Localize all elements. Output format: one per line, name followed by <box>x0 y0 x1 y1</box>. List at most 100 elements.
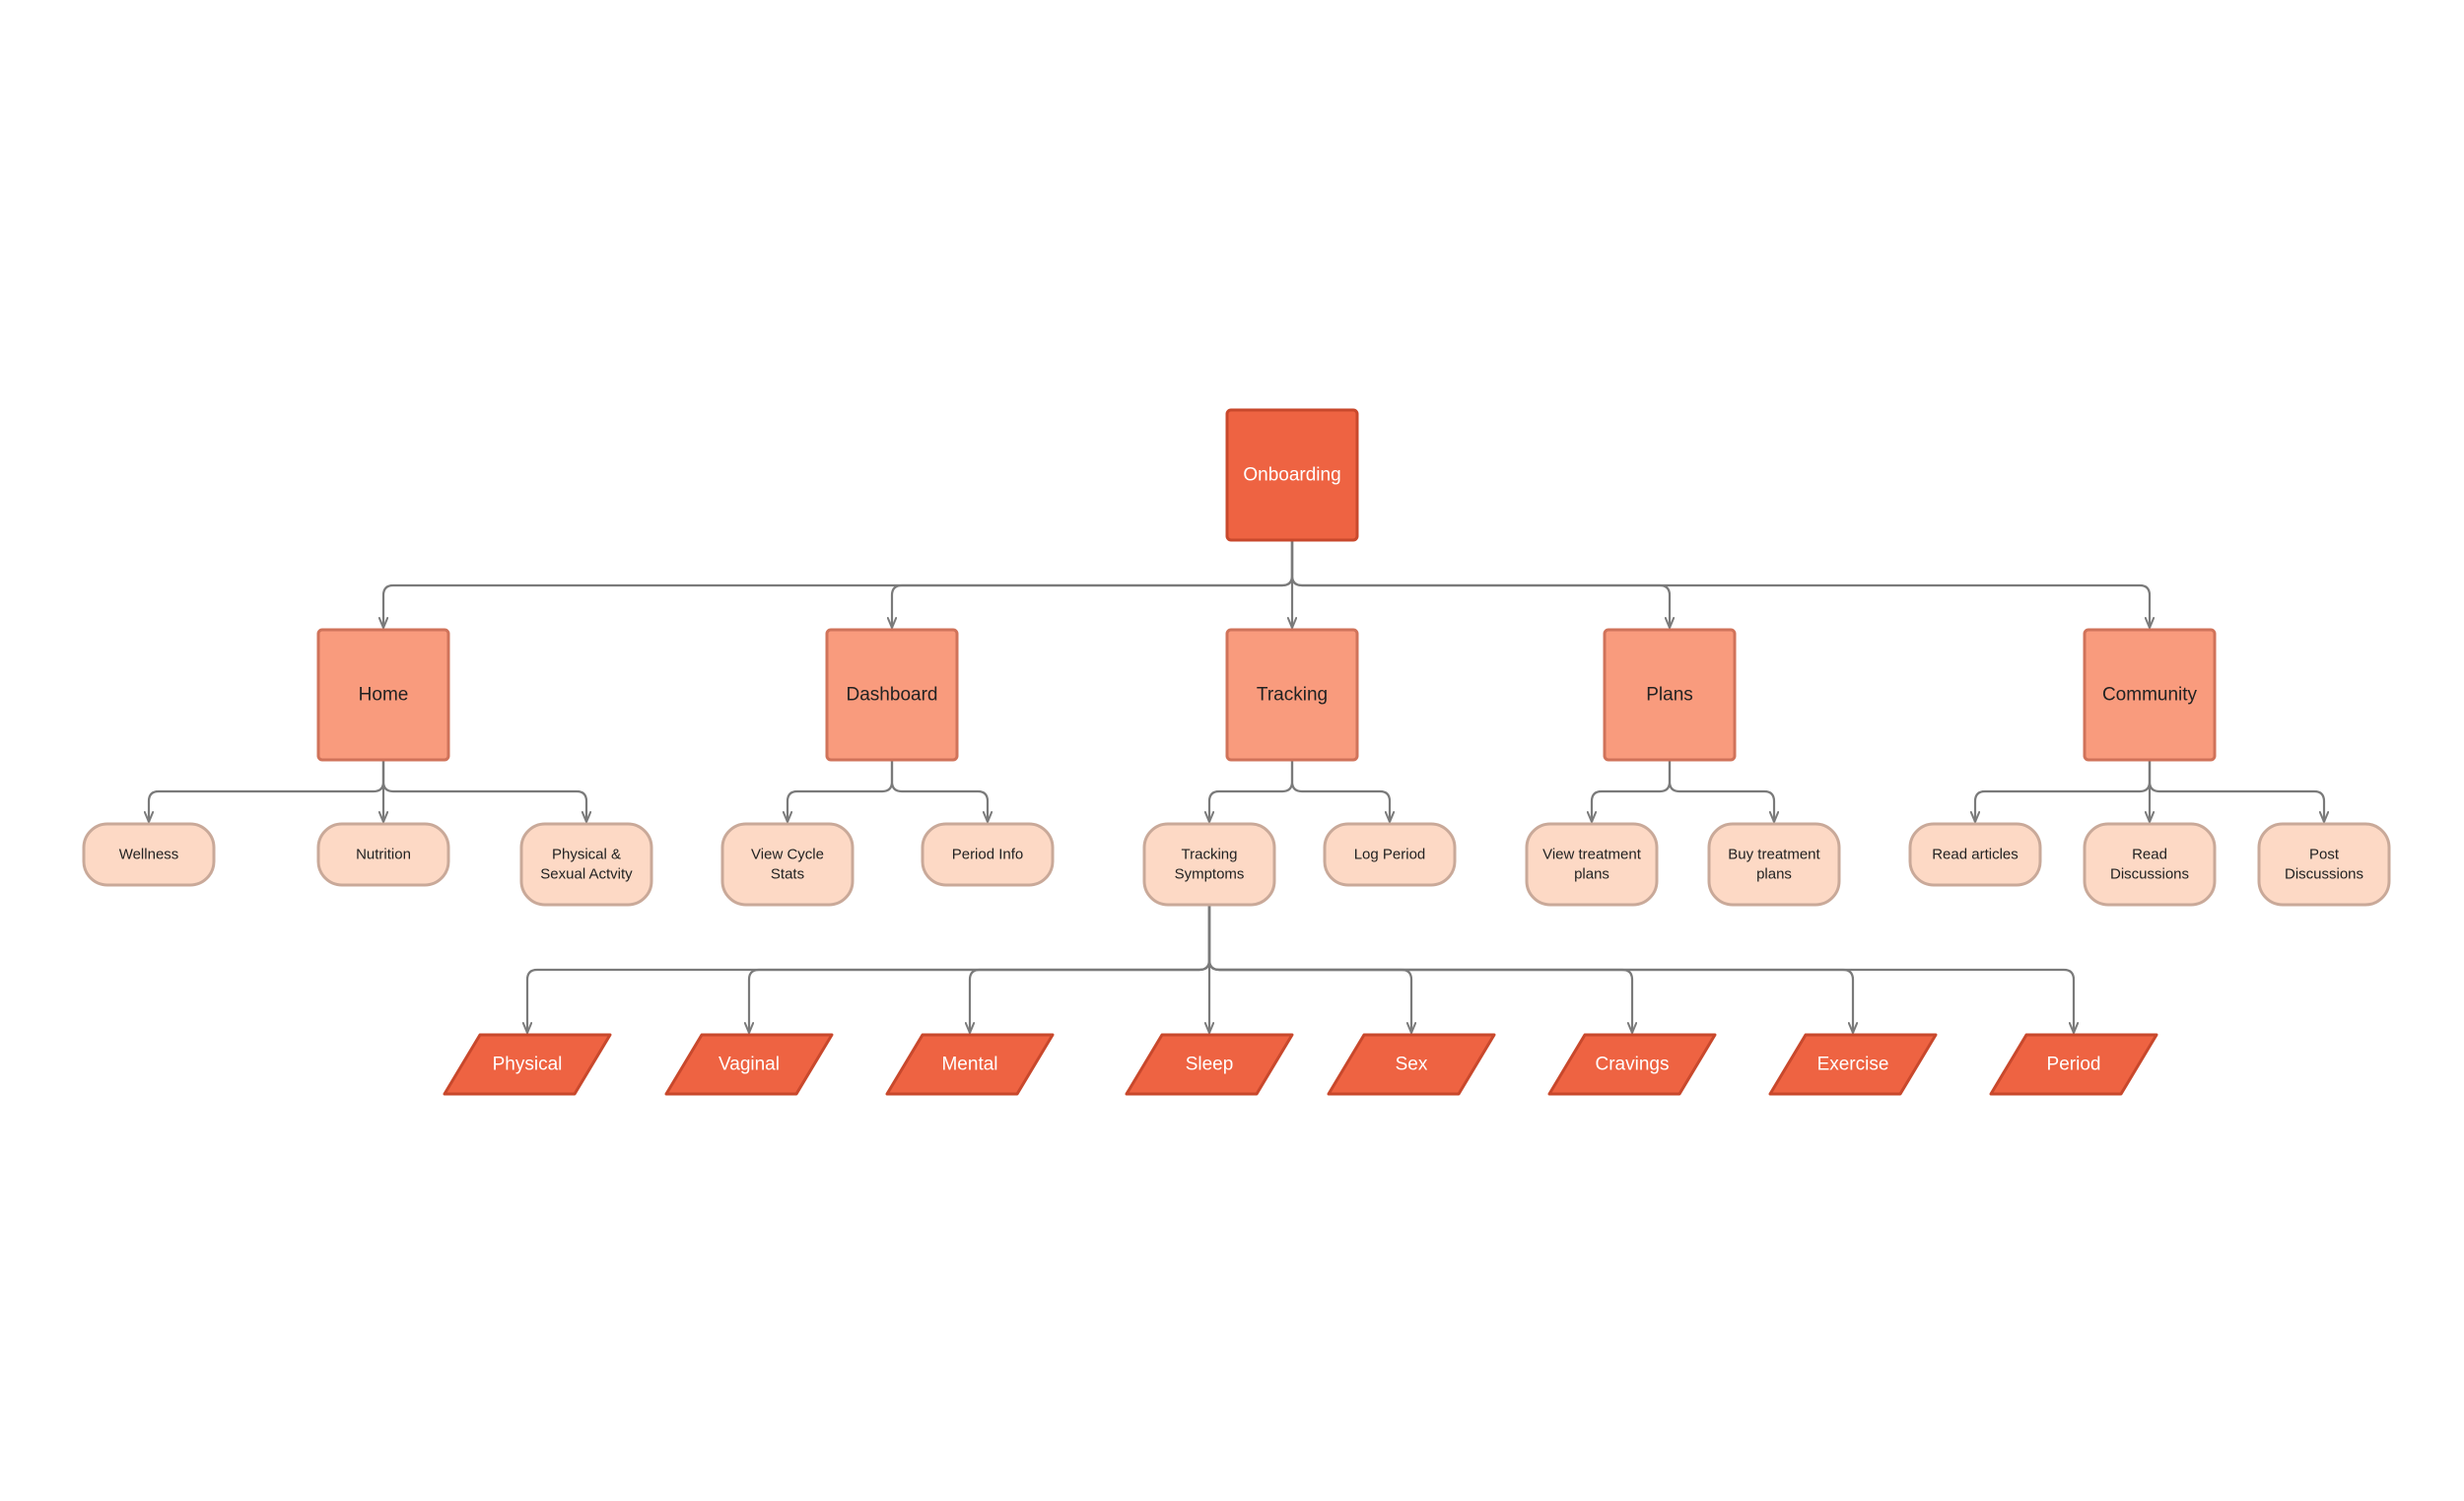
node-label: Sleep <box>1186 1055 1234 1075</box>
page-nutrition[interactable]: Nutrition <box>316 822 450 887</box>
connector-arrow <box>1592 760 1672 822</box>
connector-arrow <box>149 760 385 822</box>
node-label: Period Info <box>952 847 1024 863</box>
node-onboarding[interactable]: Onboarding <box>1225 408 1359 542</box>
node-label: Exercise <box>1817 1055 1889 1075</box>
node-shape <box>316 628 450 762</box>
tracker-mental[interactable]: Mental <box>885 1033 1055 1096</box>
page-read-articles[interactable]: Read articles <box>1908 822 2042 887</box>
connector-arrow <box>787 760 894 822</box>
connector-arrow <box>1290 540 2150 628</box>
node-shape <box>921 822 1055 887</box>
node-shape <box>316 822 450 887</box>
node-label: Nutrition <box>356 847 411 863</box>
connector-arrow <box>2148 760 2324 822</box>
node-label: Wellness <box>119 847 179 863</box>
node-shape <box>1603 628 1737 762</box>
node-label: Read <box>2132 846 2167 862</box>
node-label: Read articles <box>1932 847 2019 863</box>
node-label: View treatment <box>1542 846 1642 862</box>
node-shape <box>1989 1033 2158 1096</box>
node-shape <box>443 1033 612 1096</box>
tracker-sex[interactable]: Sex <box>1327 1033 1496 1096</box>
node-shape <box>1547 1033 1717 1096</box>
connector-arrow <box>1290 760 1390 822</box>
tracker-physical[interactable]: Physical <box>443 1033 612 1096</box>
node-shape <box>664 1033 834 1096</box>
node-shape <box>1908 822 2042 887</box>
node-shape <box>885 1033 1055 1096</box>
connector-arrow <box>892 540 1294 628</box>
node-shape <box>1225 408 1359 542</box>
node-label: Onboarding <box>1243 465 1340 486</box>
connector-arrow <box>970 905 1211 1033</box>
node-label: Physical <box>493 1055 563 1075</box>
node-shape <box>1323 822 1457 887</box>
node-plans[interactable]: Plans <box>1603 628 1737 762</box>
node-shape <box>2083 822 2217 907</box>
node-label: Stats <box>771 866 804 883</box>
tracker-vaginal[interactable]: Vaginal <box>664 1033 834 1096</box>
node-label: Mental <box>941 1055 997 1075</box>
page-view-treatment-plans[interactable]: View treatment plans <box>1525 822 1659 907</box>
node-tracking[interactable]: Tracking <box>1225 628 1359 762</box>
node-shape <box>519 822 653 907</box>
connector-lines <box>149 540 2324 1033</box>
node-label: Community <box>2102 685 2198 706</box>
node-shape <box>1707 822 1841 907</box>
connector-arrow <box>1975 760 2152 822</box>
node-label: Sex <box>1396 1055 1428 1075</box>
node-label: Discussions <box>2285 866 2363 883</box>
node-label: Cravings <box>1596 1055 1670 1075</box>
node-shape <box>1327 1033 1496 1096</box>
node-label: Symptoms <box>1175 866 1245 883</box>
page-period-info[interactable]: Period Info <box>921 822 1055 887</box>
node-label: Discussions <box>2110 866 2189 883</box>
node-shape <box>825 628 959 762</box>
connector-arrow <box>381 760 586 822</box>
connector-arrow <box>890 760 988 822</box>
tracker-exercise[interactable]: Exercise <box>1768 1033 1938 1096</box>
node-label: Log Period <box>1354 847 1426 863</box>
node-label: Tracking <box>1257 685 1328 706</box>
node-label: View Cycle <box>751 846 824 862</box>
connector-arrow <box>1207 905 2074 1033</box>
page-log-period[interactable]: Log Period <box>1323 822 1457 887</box>
node-shape <box>720 822 855 907</box>
tracker-sleep[interactable]: Sleep <box>1125 1033 1294 1096</box>
node-shape <box>1142 822 1276 907</box>
node-home[interactable]: Home <box>316 628 450 762</box>
node-shape <box>2257 822 2391 907</box>
node-label: Home <box>359 685 409 706</box>
node-label: plans <box>1574 866 1609 883</box>
node-shape <box>1125 1033 1294 1096</box>
node-shape <box>2083 628 2217 762</box>
node-label: Buy treatment <box>1728 846 1820 862</box>
node-label: Tracking <box>1182 846 1238 862</box>
node-shape <box>1525 822 1659 907</box>
node-community[interactable]: Community <box>2083 628 2217 762</box>
tracker-period[interactable]: Period <box>1989 1033 2158 1096</box>
page-buy-treatment-plans[interactable]: Buy treatment plans <box>1707 822 1841 907</box>
tracker-cravings[interactable]: Cravings <box>1547 1033 1717 1096</box>
node-shape <box>82 822 216 887</box>
node-label: Post <box>2309 846 2340 862</box>
page-physical-sexual-actvity[interactable]: Physical & Sexual Actvity <box>519 822 653 907</box>
node-shape <box>1768 1033 1938 1096</box>
page-wellness[interactable]: Wellness <box>82 822 216 887</box>
connector-arrow <box>383 540 1294 628</box>
node-label: Sexual Actvity <box>540 866 633 883</box>
node-label: plans <box>1756 866 1792 883</box>
node-label: Period <box>2047 1055 2101 1075</box>
node-dashboard[interactable]: Dashboard <box>825 628 959 762</box>
connector-arrow <box>1209 760 1294 822</box>
node-label: Physical & <box>552 846 621 862</box>
connector-arrow <box>1290 540 1670 628</box>
connector-arrow <box>1668 760 1774 822</box>
